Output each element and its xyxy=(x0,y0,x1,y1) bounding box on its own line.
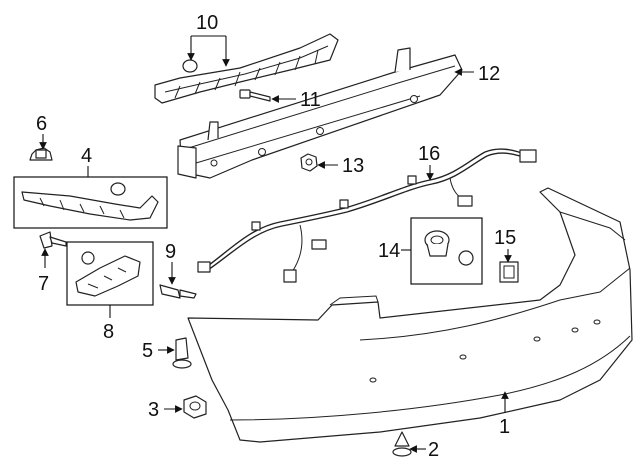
rivet-part xyxy=(392,431,412,457)
bolt-part xyxy=(239,89,271,102)
callout-10: 10 xyxy=(196,12,218,34)
callout-3: 3 xyxy=(148,399,159,421)
energy-absorber-part xyxy=(154,33,339,104)
callout-16: 16 xyxy=(418,143,440,165)
bumper-cover-part xyxy=(187,187,633,443)
callout-8: 8 xyxy=(103,321,114,343)
push-pin-part xyxy=(39,231,67,249)
lower-bracket-part xyxy=(66,241,154,306)
callout-9: 9 xyxy=(165,241,176,263)
callout-numbers: 1 2 3 4 5 6 7 8 9 10 11 12 13 14 15 16 xyxy=(36,12,516,461)
push-fastener-part xyxy=(172,337,192,369)
callout-12: 12 xyxy=(478,63,500,85)
callout-11: 11 xyxy=(300,89,321,111)
clip-part xyxy=(29,147,53,161)
retainer-part xyxy=(499,261,519,283)
screw-part xyxy=(159,284,197,299)
callout-5: 5 xyxy=(142,340,153,362)
reinforcement-bar-part xyxy=(177,47,463,179)
callout-6: 6 xyxy=(36,113,47,135)
callout-15: 15 xyxy=(494,227,516,249)
callout-2: 2 xyxy=(428,439,439,461)
callout-13: 13 xyxy=(342,155,364,177)
callout-1: 1 xyxy=(499,416,510,438)
side-bracket-part xyxy=(13,176,168,229)
callout-4: 4 xyxy=(81,145,92,167)
nut-part xyxy=(300,153,318,172)
park-sensor-part xyxy=(410,217,483,285)
sensor-housing-part xyxy=(183,395,207,419)
callout-14: 14 xyxy=(378,240,400,262)
leader-lines xyxy=(39,35,512,453)
wiring-harness-part xyxy=(197,148,537,283)
callout-7: 7 xyxy=(38,273,49,295)
